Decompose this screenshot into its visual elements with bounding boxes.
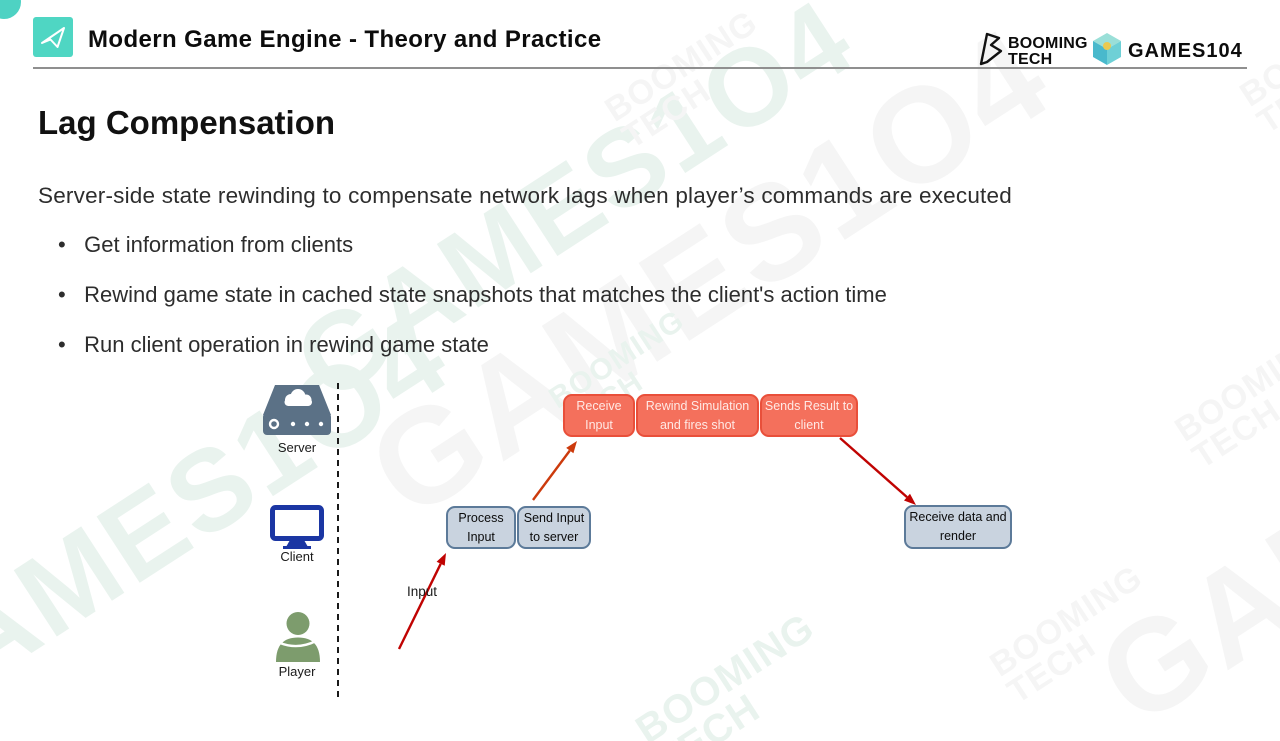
bullet-item: • Rewind game state in cached state snap… (58, 282, 887, 308)
course-logo-icon (33, 17, 73, 57)
watermark-games104: GAMES1O4 (0, 290, 471, 741)
input-arrow-label: Input (407, 584, 438, 599)
client-step-receive-data: Receive data and render (904, 505, 1012, 549)
bullet-marker: • (58, 332, 66, 357)
watermark-games104: GAMES1O4 (1073, 223, 1280, 741)
booming-tech-icon (976, 31, 1004, 72)
bullet-marker: • (58, 232, 66, 257)
lane-label-client: Client (280, 549, 314, 564)
games104-wordmark: GAMES104 (1128, 40, 1243, 62)
page-title: Lag Compensation (38, 104, 336, 141)
client-monitor-icon (270, 505, 324, 554)
bullet-text: Rewind game state in cached state snapsh… (84, 282, 887, 307)
bullet-text: Run client operation in rewind game stat… (84, 332, 489, 357)
course-title: Modern Game Engine - Theory and Practice (88, 26, 602, 53)
server-step-receive-input: Receive Input (563, 394, 635, 437)
games104-cube-icon (1092, 32, 1122, 71)
lane-label-server: Server (277, 440, 317, 455)
header-divider (33, 67, 1247, 69)
server-step-rewind-simulation: Rewind Simulation and fires shot (636, 394, 759, 437)
lead-text: Server-side state rewinding to compensat… (38, 183, 1012, 208)
server-step-sends-result: Sends Result to client (760, 394, 858, 437)
player-person-icon (275, 612, 321, 667)
booming-tech-logo: BOOMING TECH (976, 31, 1088, 72)
bullet-text: Get information from clients (84, 232, 354, 257)
client-step-send-input: Send Input to server (517, 506, 591, 549)
server-icon (263, 384, 331, 442)
client-step-process-input: Process Input (446, 506, 516, 549)
games104-logo: GAMES104 (1092, 32, 1243, 71)
bullet-item: • Run client operation in rewind game st… (58, 332, 489, 358)
bullet-marker: • (58, 282, 66, 307)
watermark-teal-dot (0, 0, 21, 19)
bullet-item: • Get information from clients (58, 232, 353, 258)
booming-tech-wordmark: BOOMING TECH (1008, 35, 1088, 68)
lane-label-player: Player (278, 664, 316, 679)
